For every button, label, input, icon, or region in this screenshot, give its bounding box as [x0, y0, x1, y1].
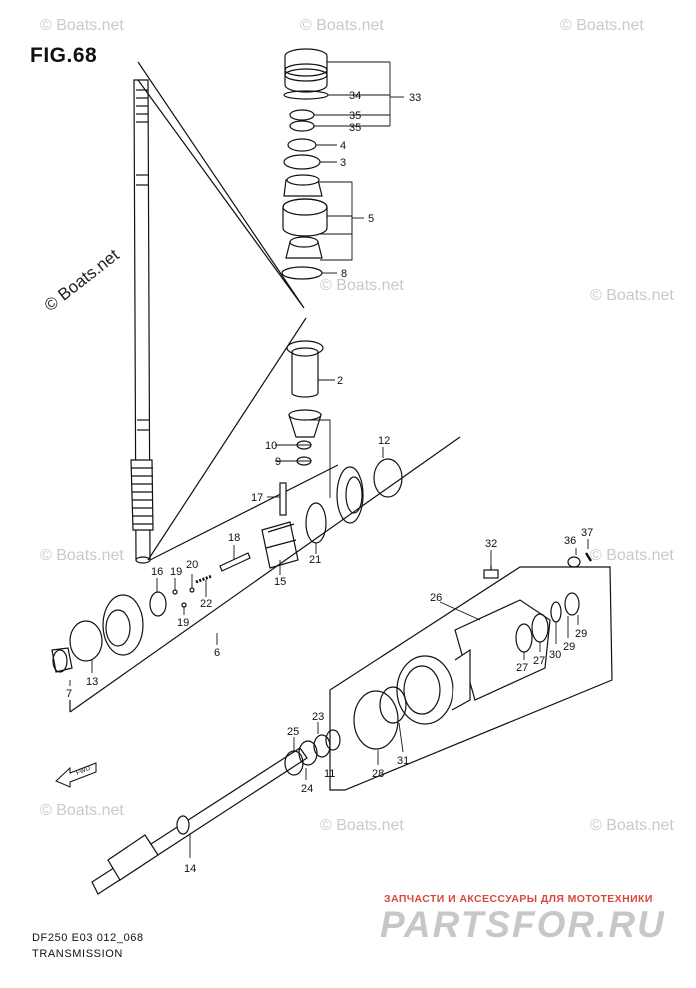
part-number-labels: 33 34 35 35 4 3 5 8 2 10 9 12 17 18 21 1…: [66, 90, 593, 875]
part-number-28: 28: [372, 768, 384, 780]
needle-bearing: [305, 502, 327, 544]
reverse-gear: [102, 594, 144, 656]
watermark-text: © Boats.net: [40, 17, 124, 34]
part-number-33: 33: [409, 92, 421, 104]
watermark-text: © Boats.net: [560, 17, 644, 34]
ball: [172, 589, 178, 595]
part-number-30: 30: [549, 649, 561, 661]
circlip: [325, 729, 341, 751]
part-number-26: 26: [430, 592, 442, 604]
figure-title: FIG.68: [30, 44, 98, 67]
watermark-text: © Boats.net: [320, 817, 404, 834]
part-number-35: 35: [349, 122, 361, 134]
watermark-text-main: © Boats.net: [41, 245, 123, 315]
o-ring: [353, 690, 399, 750]
part-number-34: 34: [349, 90, 361, 102]
forward-gear: [336, 466, 364, 524]
thrust-washer: [149, 591, 167, 617]
diagram-code: DF250 E03 012_068: [32, 932, 144, 944]
housing-outline-box: [329, 566, 613, 791]
part-number-29: 29: [563, 641, 575, 653]
pin: [584, 552, 593, 562]
shop-tagline: ЗАПЧАСТИ И АКСЕССУАРЫ ДЛЯ МОТОТЕХНИКИ: [384, 893, 653, 905]
part-number-23: 23: [312, 711, 324, 723]
part-number-13: 13: [86, 676, 98, 688]
shim: [283, 154, 321, 170]
thrust-washer: [298, 740, 318, 766]
watermark-text: © Boats.net: [590, 547, 674, 564]
ball: [189, 587, 195, 593]
push-rod: [279, 482, 287, 516]
circlip: [313, 734, 331, 758]
part-number-6: 6: [214, 647, 220, 659]
watermark-text: © Boats.net: [40, 802, 124, 819]
part-number-16: 16: [151, 566, 163, 578]
part-number-20: 20: [186, 559, 198, 571]
part-number-10: 10: [265, 440, 277, 452]
part-number-15: 15: [274, 576, 286, 588]
part-number-24: 24: [301, 783, 313, 795]
part-number-3: 3: [340, 157, 346, 169]
oil-seal: [564, 592, 580, 616]
watermark-text: © Boats.net: [590, 287, 674, 304]
part-number-18: 18: [228, 532, 240, 544]
watermark-text: © Boats.net: [300, 17, 384, 34]
part-number-32: 32: [485, 538, 497, 550]
spring: [195, 574, 213, 584]
part-number-22: 22: [200, 598, 212, 610]
part-number-12: 12: [378, 435, 390, 447]
part-number-2: 2: [337, 375, 343, 387]
watermark-text: © Boats.net: [590, 817, 674, 834]
part-number-36: 36: [564, 535, 576, 547]
part-number-37: 37: [581, 527, 593, 539]
part-number-5: 5: [368, 213, 374, 225]
oil-seal: [550, 601, 562, 623]
part-number-19: 19: [170, 566, 182, 578]
assembly-guide-lines: [137, 61, 339, 561]
shim: [287, 138, 317, 152]
clutch-dog: [261, 521, 299, 569]
part-number-4: 4: [340, 140, 346, 152]
shim-ring: [373, 458, 403, 498]
thrust-washer: [289, 109, 315, 121]
pinion-gear: [288, 409, 322, 438]
part-number-29: 29: [575, 628, 587, 640]
subassembly-bracket: [69, 436, 461, 713]
part-number-35: 35: [349, 110, 361, 122]
sleeve: [286, 340, 324, 398]
part-number-19: 19: [177, 617, 189, 629]
bushing: [567, 556, 581, 568]
bearing: [379, 686, 407, 724]
part-number-11: 11: [324, 768, 335, 780]
part-number-21: 21: [309, 554, 321, 566]
callout-leaders: [69, 61, 589, 858]
part-number-17: 17: [251, 492, 263, 504]
watermark-text: © Boats.net: [320, 277, 404, 294]
drive-shaft: [130, 79, 154, 564]
shim-ring: [69, 620, 103, 662]
shim: [281, 266, 323, 280]
part-number-8: 8: [341, 268, 347, 280]
part-number-14: 14: [184, 863, 196, 875]
diagram-name: TRANSMISSION: [32, 948, 123, 960]
propeller-shaft: [91, 747, 308, 895]
fwd-direction-arrow: FWD: [55, 762, 97, 788]
part-number-27: 27: [516, 662, 528, 674]
part-number-27: 27: [533, 655, 545, 667]
bolt: [483, 565, 499, 579]
watermark-text: © Boats.net: [40, 547, 124, 564]
ball: [181, 602, 187, 608]
needle-bearing: [51, 647, 73, 673]
part-number-9: 9: [275, 456, 281, 468]
part-number-31: 31: [397, 755, 409, 767]
shop-logo: PARTSFOR.RU: [380, 904, 666, 945]
thrust-washer: [289, 120, 315, 132]
bearing-housing: [284, 48, 328, 93]
part-number-7: 7: [66, 688, 72, 700]
clutch-pin: [219, 552, 251, 572]
tapered-roller-bearing: [282, 174, 328, 259]
part-number-25: 25: [287, 726, 299, 738]
